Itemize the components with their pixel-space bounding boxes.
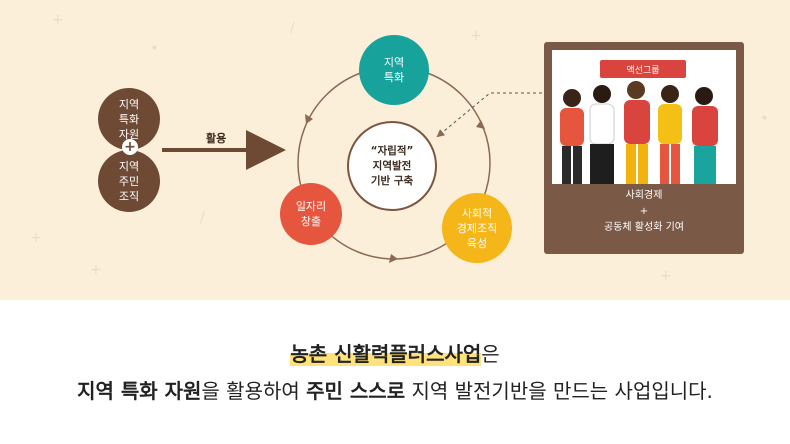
decor-plus-icon: + [52,12,64,28]
ring-arrowhead [389,254,398,263]
emphasis-resource: 지역 특화 자원 [77,379,202,403]
ring-arrowhead [476,120,485,129]
diagram-area: + ∙ / + + / + + ∙ 지역 특화 자원 + 지역 주민 조직 [0,0,790,300]
decor-dot-icon: ∙ [150,40,159,56]
decor-plus-icon: + [470,28,482,44]
emphasis-residents: 주민 스스로 [306,379,406,403]
decor-plus-icon: + [90,262,102,278]
resource-circle-bottom: 지역 주민 조직 [98,150,160,212]
caption-plus: + [639,206,649,217]
headline-text: 지역 발전기반을 만드는 사업입니다. [405,379,713,403]
cycle-node-top: 지역 특화 [359,35,429,105]
decor-dot-icon: ∙ [760,110,769,126]
headline-particle: 은 [481,342,500,366]
people-illustration: 액선그룹 [552,50,736,184]
headline-line1: 농촌 신활력플러스사업은 [0,338,790,367]
use-label: 활용 [206,132,227,145]
dashed-connector [436,92,548,138]
caption-line2: 공동체 활성화 기여 [604,222,684,233]
action-group-ribbon: 액선그룹 [600,60,686,78]
cycle-node-right: 사회적 경제조직 육성 [442,193,512,263]
decor-plus-icon: + [30,230,42,246]
headline-line2: 지역 특화 자원을 활용하여 주민 스스로 지역 발전기반을 만드는 사업입니다… [0,375,790,404]
cycle-center: “자립적” 지역발전 기반 구축 [347,121,437,211]
plus-icon: + [122,139,138,155]
action-group-panel: 액선그룹 사회경제 + 공동체 활성화 기여 [544,42,744,254]
resource-circle-top: 지역 특화 자원 [98,88,160,150]
diagram-lines [162,66,548,263]
decor-plus-icon: + [660,268,672,284]
headline-text: 을 활용하여 [201,379,307,403]
people-icon [560,81,718,184]
caption-line1: 사회경제 [625,190,663,201]
ring-arrowhead [305,114,313,124]
decor-line-icon: / [290,20,295,36]
decor-line-icon: / [200,210,205,226]
cycle-node-left: 일자리 창출 [280,183,342,245]
program-name: 농촌 신활력플러스사업 [290,342,482,366]
panel-caption: 사회경제 + 공동체 활성화 기여 [544,188,744,236]
